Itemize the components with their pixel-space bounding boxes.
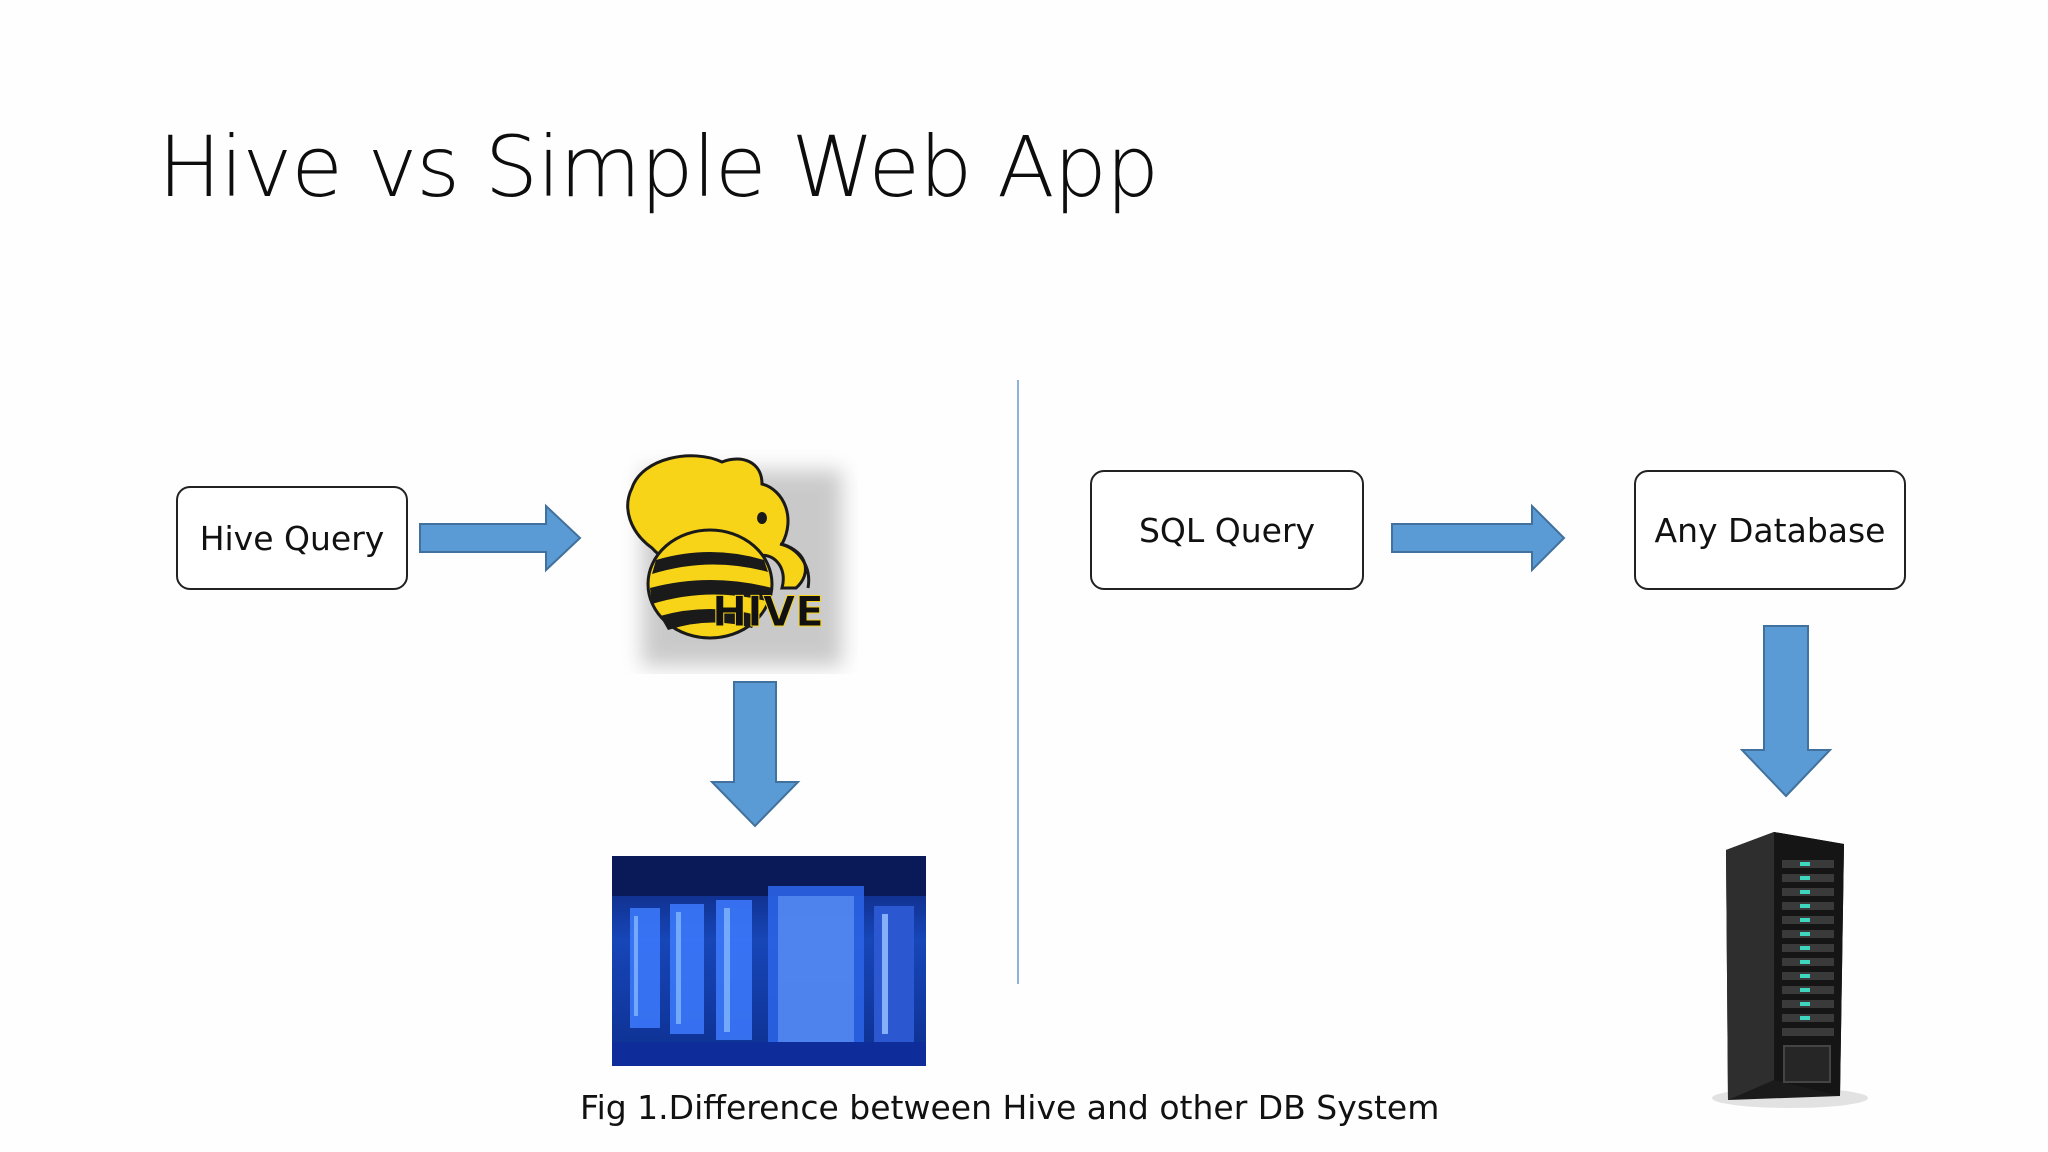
figure-caption: Fig 1.Difference between Hive and other … [580, 1088, 1440, 1127]
right-arrow-icon [419, 503, 582, 573]
server-rack-icon [1712, 832, 1868, 1108]
down-arrow-icon [709, 681, 801, 828]
sql-query-box: SQL Query [1090, 470, 1364, 590]
hive-logo: HIVE [612, 448, 858, 674]
hive-logo-icon: HIVE [626, 454, 842, 666]
right-arrow-icon [1391, 503, 1566, 573]
hive-query-box: Hive Query [176, 486, 408, 590]
section-divider [1017, 380, 1019, 984]
any-database-box: Any Database [1634, 470, 1906, 590]
data-center-image [612, 856, 926, 1066]
down-arrow-icon [1739, 625, 1833, 798]
data-center-icon [612, 856, 926, 1066]
any-database-label: Any Database [1654, 510, 1886, 550]
server-rack-image [1704, 828, 1874, 1118]
hive-logo-word: HIVE [712, 587, 824, 636]
hive-query-label: Hive Query [199, 518, 385, 558]
slide-title: Hive vs Simple Web App [158, 118, 1159, 216]
sql-query-label: SQL Query [1138, 510, 1316, 550]
